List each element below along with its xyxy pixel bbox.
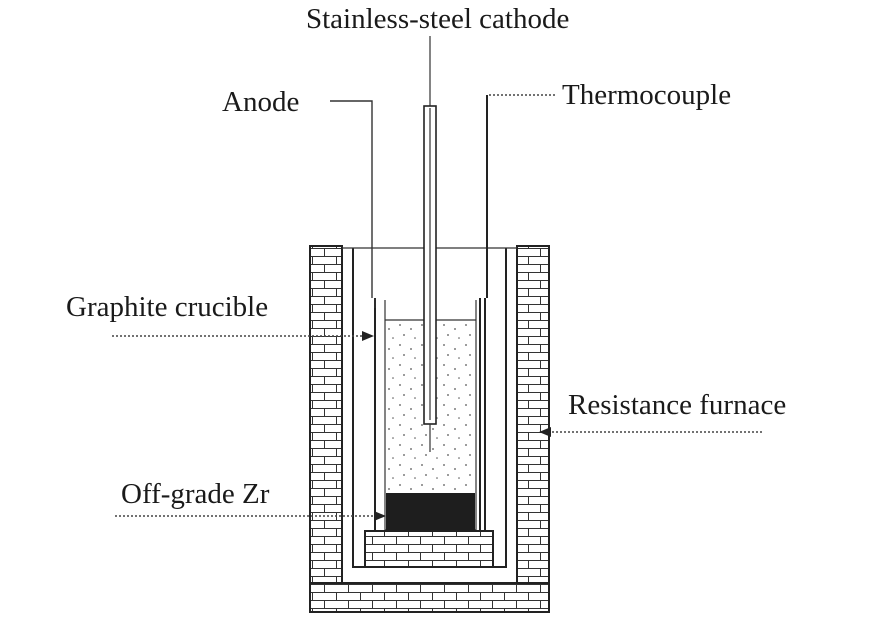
- furnace-inner-outline: [341, 246, 518, 584]
- furnace-right-wall: [516, 245, 550, 613]
- feed-leader: [115, 511, 386, 521]
- furnace-leader: [539, 427, 762, 437]
- label-cathode: Stainless-steel cathode: [306, 3, 569, 35]
- off-grade-zr-feed: [386, 493, 475, 530]
- label-furnace: Resistance furnace: [568, 389, 786, 421]
- stainless-steel-cathode: [423, 36, 437, 452]
- furnace-left-wall: [309, 245, 343, 613]
- thermocouple: [479, 94, 555, 530]
- resistance-furnace: [309, 245, 550, 613]
- anode-rod: [330, 100, 376, 308]
- label-thermocouple: Thermocouple: [562, 79, 731, 111]
- furnace-bottom: [309, 582, 550, 613]
- label-feed: Off-grade Zr: [121, 478, 270, 510]
- crucible-support: [364, 530, 494, 568]
- crucible-leader: [112, 331, 374, 341]
- label-crucible: Graphite crucible: [66, 291, 268, 323]
- label-anode: Anode: [222, 86, 299, 118]
